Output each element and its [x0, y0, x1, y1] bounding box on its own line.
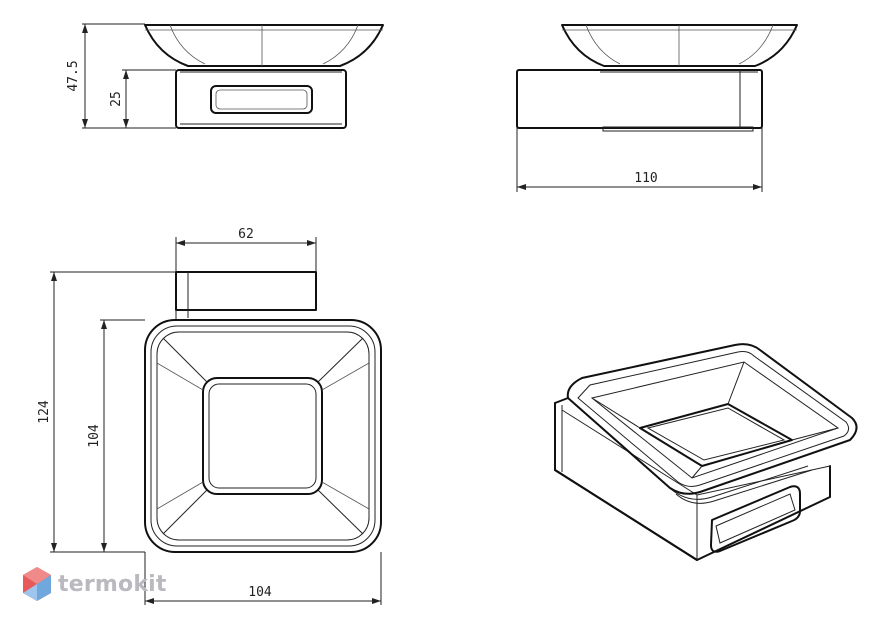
top-view: 62 124 104 104	[37, 227, 382, 605]
dim-overall-depth: 124	[37, 400, 52, 424]
brand-logo: termokit	[22, 566, 167, 602]
side-view: 110	[516, 24, 798, 192]
dim-bowl-depth: 104	[87, 424, 102, 448]
dim-mount-width: 62	[238, 227, 254, 242]
isometric-view	[554, 343, 858, 561]
dim-height-base: 25	[109, 91, 124, 107]
dim-bowl-width: 104	[248, 585, 272, 600]
brand-name: termokit	[58, 571, 167, 597]
logo-hexagon-icon	[23, 567, 51, 601]
front-view: 47.5 25	[66, 23, 384, 129]
dim-depth-side: 110	[634, 171, 657, 186]
dim-height-total: 47.5	[66, 60, 81, 91]
